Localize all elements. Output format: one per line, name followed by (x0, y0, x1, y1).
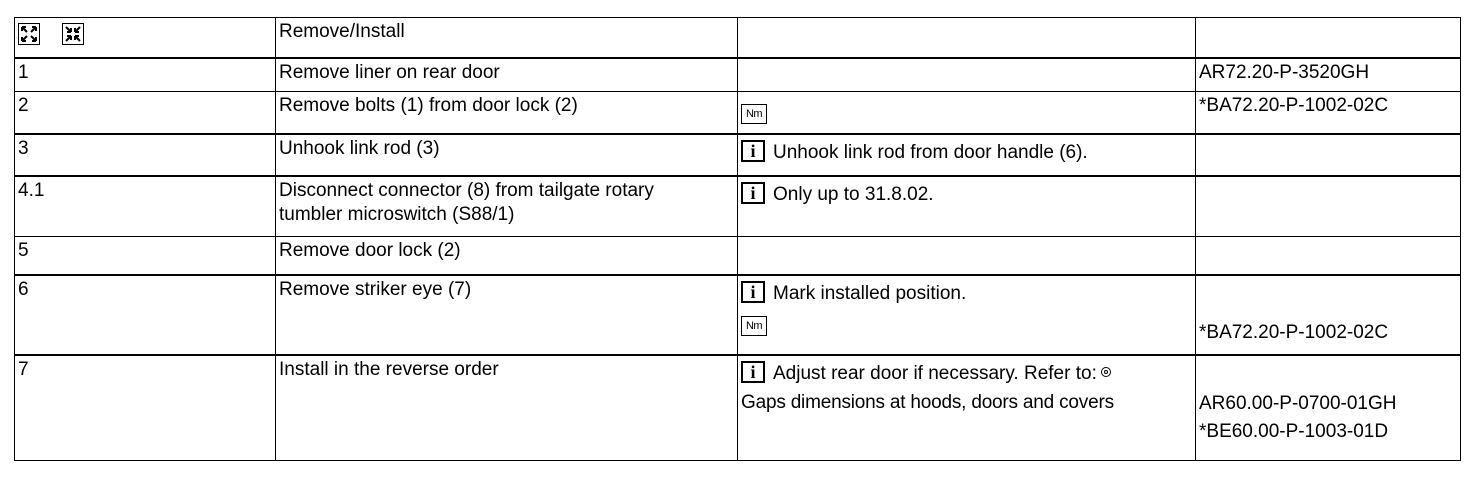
table-row: 4.1 Disconnect connector (8) from tailga… (14, 174, 1461, 237)
step-number: 2 (14, 91, 276, 134)
step-action: Remove liner on rear door (275, 56, 738, 92)
note-text: Only up to 31.8.02. (773, 183, 934, 205)
info-icon: i (741, 181, 765, 204)
header-title: Remove/Install (275, 17, 738, 58)
info-icon: i (741, 139, 765, 162)
step-reference[interactable]: *BA72.20-P-1002-02C (1195, 273, 1461, 355)
table-row: 6 Remove striker eye (7) i Mark installed… (14, 273, 1461, 355)
step-action-line: tumbler microswitch (S88/1) (279, 203, 515, 225)
step-number: 5 (14, 236, 276, 275)
header-icons-cell (14, 17, 276, 58)
table-row: 7 Install in the reverse order i Adjust r… (14, 353, 1461, 461)
step-number: 1 (14, 56, 276, 92)
step-number: 4.1 (14, 174, 276, 237)
torque-nm-icon[interactable]: Nm (741, 315, 767, 336)
note-text: Unhook link rod from door handle (6). (773, 141, 1088, 163)
table-header-row: Remove/Install (14, 17, 1461, 58)
step-action: Disconnect connector (8) from tailgate r… (275, 174, 738, 237)
step-action: Unhook link rod (3) (275, 132, 738, 176)
step-reference[interactable]: AR72.20-P-3520GH (1195, 56, 1461, 92)
step-action: Remove door lock (2) (275, 236, 738, 275)
table-row: 3 Unhook link rod (3) i Unhook link rod f… (14, 132, 1461, 176)
step-empty-cell (1195, 132, 1461, 176)
step-action: Remove striker eye (7) (275, 273, 738, 355)
step-empty-cell (1195, 236, 1461, 275)
table-row: 1 Remove liner on rear door AR72.20-P-35… (14, 56, 1461, 92)
step-number: 7 (14, 353, 276, 461)
header-empty-cell (1195, 17, 1461, 58)
expand-arrows-icon[interactable] (18, 23, 40, 45)
note-line: Nm (741, 310, 1192, 336)
step-note: i Only up to 31.8.02. (737, 174, 1196, 237)
step-note: i Adjust rear door if necessary. Refer to… (737, 353, 1196, 461)
step-number: 6 (14, 273, 276, 355)
step-reference[interactable]: *BA72.20-P-1002-02C (1195, 91, 1461, 134)
header-empty-cell (737, 17, 1196, 58)
table-row: 2 Remove bolts (1) from door lock (2) Nm… (14, 91, 1461, 134)
reference-link[interactable]: AR60.00-P-0700-01GH (1199, 392, 1397, 414)
step-action: Install in the reverse order (275, 353, 738, 461)
step-note: Nm (737, 91, 1196, 134)
table-row: 5 Remove door lock (2) (14, 236, 1461, 275)
note-link-text[interactable]: Gaps dimensions at hoods, doors and cove… (741, 391, 1114, 413)
note-text: Adjust rear door if necessary. Refer to: (773, 362, 1097, 384)
collapse-arrows-icon[interactable] (62, 23, 84, 45)
link-icon[interactable] (1100, 366, 1111, 377)
reference-link[interactable]: *BE60.00-P-1003-01D (1199, 420, 1389, 442)
procedure-table: Remove/Install 1 Remove liner on rear do… (14, 17, 1461, 461)
note-line: i Mark installed position. (741, 280, 1192, 304)
step-note (737, 56, 1196, 92)
step-action: Remove bolts (1) from door lock (2) (275, 91, 738, 134)
step-empty-cell (1195, 174, 1461, 237)
info-icon: i (741, 280, 765, 303)
step-reference: AR60.00-P-0700-01GH *BE60.00-P-1003-01D (1195, 353, 1461, 461)
step-note: i Unhook link rod from door handle (6). (737, 132, 1196, 176)
step-empty-cell (737, 236, 1196, 275)
note-text: Mark installed position. (773, 282, 967, 304)
note-line: i Adjust rear door if necessary. Refer to… (741, 360, 1192, 384)
torque-nm-icon[interactable]: Nm (741, 104, 767, 124)
step-number: 3 (14, 132, 276, 176)
step-note: i Mark installed position. Nm (737, 273, 1196, 355)
info-icon: i (741, 360, 765, 383)
step-action-line: Disconnect connector (8) from tailgate r… (279, 179, 654, 201)
